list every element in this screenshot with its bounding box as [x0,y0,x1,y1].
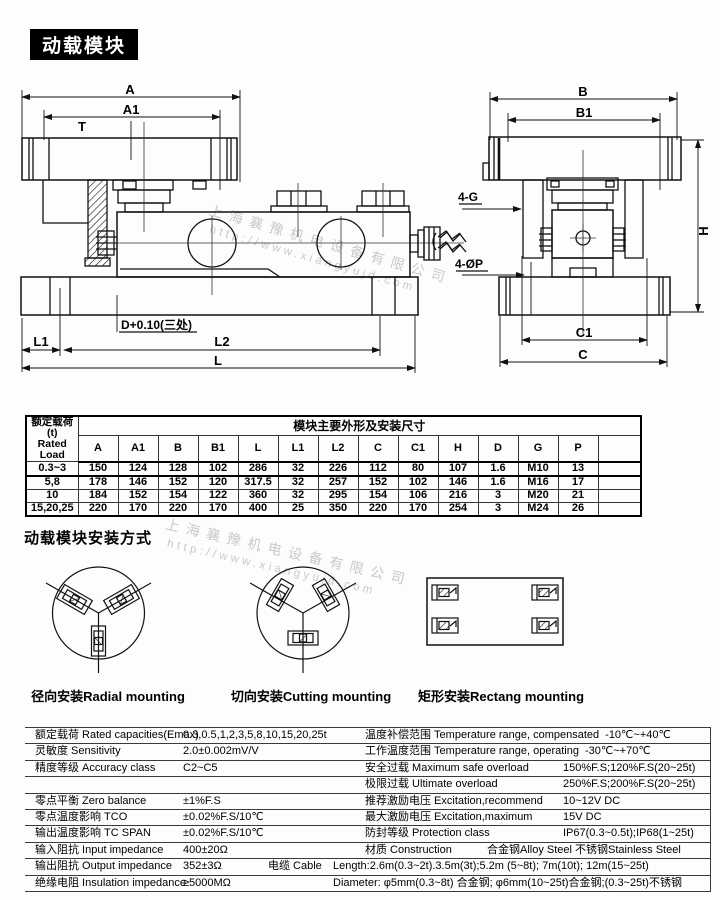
spec-row: 零点平衡 Zero balance ±1%F.S 推荐激励电压 Excitati… [25,794,710,810]
caption-rectangular-mounting: 矩形安装Rectang mounting [417,689,585,704]
table-row: 10 184 152 154 122 360 32 295 154 106 21… [25,488,642,503]
spec-table: 额定载荷 Rated capacities(Emax) 0.3,0.5,1,2,… [25,727,711,892]
table-row: 0.3~3 150 124 128 102 286 32 226 112 80 … [25,461,642,477]
dim-label-c: C [578,347,588,362]
spec-row: 额定载荷 Rated capacities(Emax) 0.3,0.5,1,2,… [25,728,710,745]
dim-label-4p: 4-ØP [455,257,483,271]
dim-label-l: L [214,353,222,368]
page-title-text: 动载模块 [41,36,126,57]
dim-label-t: T [78,119,86,134]
technical-drawings: A A1 T D+0.10(三处) L1 L2 L B B1 4-G 4-ØP … [20,85,711,373]
cutting-mounting-diagram [249,566,357,673]
dimension-table: 额定载荷(t) Rated Load 模块主要外形及安装尺寸 A A1 B B1… [25,415,642,517]
caption-cutting-mounting: 切向安装Cutting mounting [230,689,392,704]
dim-span-header: 模块主要外形及安装尺寸 [77,415,642,437]
table-row: 15,20,25 220 170 220 170 400 25 350 220 … [25,501,642,517]
dim-label-c1: C1 [576,325,593,340]
page-title: 动载模块 [30,29,138,60]
side-view-drawing [20,90,467,373]
spec-row: 输出阻抗 Output impedance 352±3Ω 电缆 Cable Le… [25,859,710,876]
radial-mounting-diagram [45,566,152,673]
mounting-section-heading: 动载模块安装方式 [24,530,153,547]
dim-label-4g: 4-G [458,190,478,204]
dim-label-l1: L1 [33,334,48,349]
table-row: 5,8 178 146 152 120 317.5 32 257 152 102… [25,475,642,490]
dim-label-a1: A1 [123,102,140,117]
spec-row: 输出温度影响 TC SPAN ±0.02%F.S/10℃ 防封等级 Protec… [25,826,710,843]
end-view-drawing [432,92,704,367]
spec-row: 零点温度影响 TCO ±0.02%F.S/10℃ 最大激励电压 Excitati… [25,810,710,827]
rectangular-mounting-diagram [426,577,564,646]
dim-label-d-note: D+0.10(三处) [121,317,192,332]
spec-row: 灵敏度 Sensitivity 2.0±0.002mV/V 工作温度范围 Tem… [25,744,710,761]
caption-radial-mounting: 径向安装Radial mounting [31,689,185,704]
dim-column-headers: A A1 B B1 L L1 L2 C C1 H D G P [26,435,642,463]
spec-row: 绝缘电阻 Insulation impedance ≥5000MΩ Diamet… [25,876,710,892]
rated-load-header: 额定载荷(t) Rated Load [25,415,79,463]
spec-row: 输入阻抗 Input impedance 400±20Ω 材质 Construc… [25,843,710,860]
dim-label-a: A [125,85,135,97]
spec-row: 精度等级 Accuracy class C2~C5 安全过载 Maximum s… [25,761,710,778]
dim-label-b: B [578,85,587,99]
mounting-diagrams [45,566,564,673]
dim-label-h: H [696,226,711,235]
dim-label-b1: B1 [576,105,593,120]
dim-label-l2: L2 [214,334,229,349]
spec-row: 极限过载 Ultimate overload 250%F.S;200%F.S(2… [25,777,710,794]
